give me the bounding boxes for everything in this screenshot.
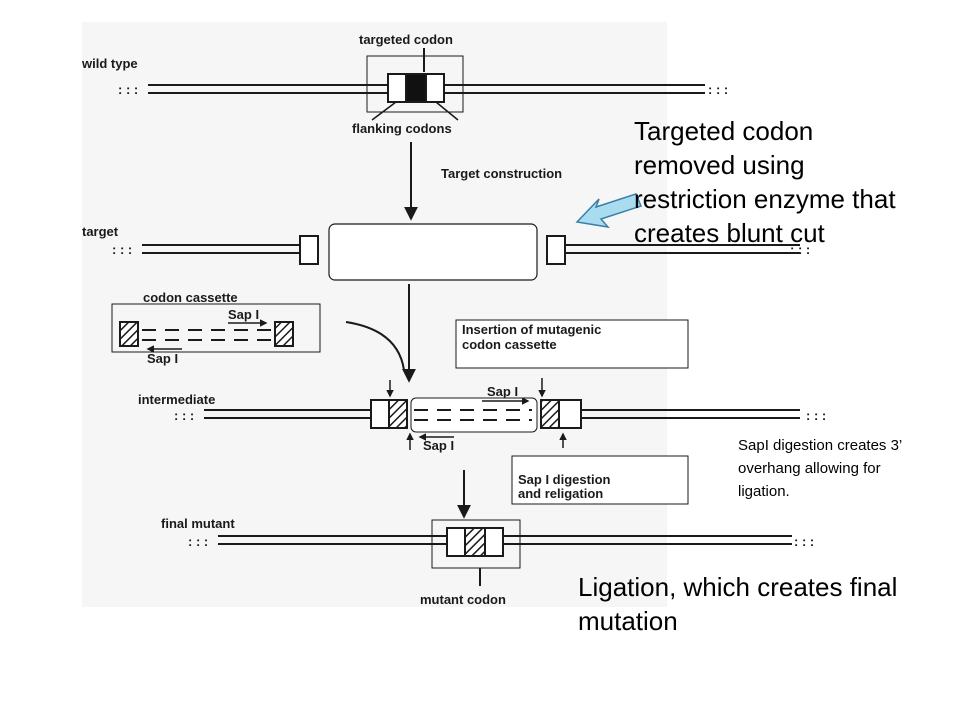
final-flank-left	[446, 527, 466, 557]
insertion-label-line1: Insertion of mutagenic	[462, 322, 601, 337]
target-row: target : : : : : :	[82, 223, 810, 281]
target-dots-left: : : :	[112, 242, 132, 257]
final-mutant-row: final mutant : : : : : : mutant codon	[161, 516, 814, 607]
intermediate-cassette-frame	[410, 397, 538, 433]
flanking-codon-right	[425, 73, 445, 103]
wild-type-row: wild type : : : : : : targeted codon fla…	[81, 32, 728, 136]
insertion-label-line2: codon cassette	[462, 337, 557, 352]
flanking-codon-left	[387, 73, 407, 103]
wild-type-dots-left: : : :	[118, 82, 138, 97]
wild-type-dots-right: : : :	[708, 82, 728, 97]
targeted-codon-box	[405, 73, 427, 103]
wild-type-label: wild type	[81, 56, 138, 71]
cassette-insertion-curve	[345, 321, 405, 371]
cassette-end-left	[119, 321, 139, 347]
wild-type-frame	[366, 55, 464, 113]
intermediate-sapi-bottom: Sap I	[423, 438, 454, 453]
targeted-codon-label: targeted codon	[359, 32, 453, 47]
codon-cassette-label: codon cassette	[143, 290, 238, 305]
intermediate-dots-left: : : :	[174, 408, 194, 423]
intermediate-cassette-end-left	[388, 399, 408, 429]
callout-arrow	[575, 193, 643, 229]
final-mutant-dots-left: : : :	[188, 534, 208, 549]
final-mutant-dots-right: : : :	[794, 534, 814, 549]
sapi-digestion-annotation: SapI digestion creates 3’ overhang allow…	[738, 437, 902, 500]
intermediate-flank-right	[558, 399, 582, 429]
target-label: target	[82, 224, 119, 239]
blunt-cut-annotation: Targeted codon removed using restriction…	[634, 116, 896, 248]
target-construction-label: Target construction	[441, 166, 562, 181]
cassette-sapi-bottom: Sap I	[147, 351, 178, 366]
intermediate-label: intermediate	[138, 392, 215, 407]
codon-cassette: codon cassette Sap I Sap I	[111, 290, 321, 366]
final-flank-right	[484, 527, 504, 557]
cassette-end-right	[274, 321, 294, 347]
final-mutant-label: final mutant	[161, 516, 235, 531]
target-flank-left	[299, 235, 319, 265]
flanking-codons-label: flanking codons	[352, 121, 452, 136]
ligation-annotation: Ligation, which creates final mutation	[578, 572, 898, 636]
digestion-label-line1: Sap I digestion	[518, 472, 611, 487]
insertion-label-box: Insertion of mutagenic codon cassette	[455, 319, 689, 369]
mutant-codon-box	[464, 527, 486, 557]
target-dots-right: : : :	[790, 242, 810, 257]
scan-background	[82, 22, 667, 607]
mutant-codon-label: mutant codon	[420, 592, 506, 607]
codon-cassette-frame	[111, 303, 321, 353]
target-gap-box	[328, 223, 538, 281]
target-flank-right	[546, 235, 566, 265]
digestion-label-box: Sap I digestion and religation	[511, 455, 689, 505]
intermediate-dots-right: : : :	[806, 408, 826, 423]
digestion-label-line2: and religation	[518, 486, 603, 501]
intermediate-flank-left	[370, 399, 390, 429]
intermediate-cassette-end-right	[540, 399, 560, 429]
intermediate-sapi-top: Sap I	[487, 384, 518, 399]
cassette-sapi-top: Sap I	[228, 307, 259, 322]
intermediate-row: intermediate : : : : : : Sap I Sap I	[138, 378, 826, 453]
